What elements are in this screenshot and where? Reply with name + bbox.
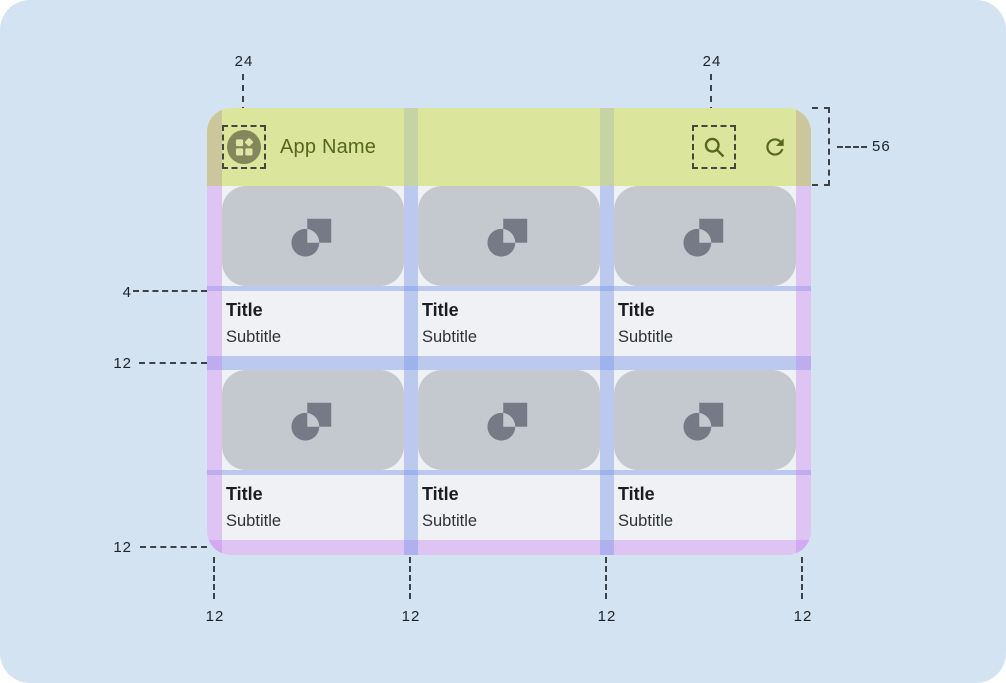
overlay-gutter-over-bar [600,108,614,186]
card-title: Title [618,484,655,504]
image-placeholder-icon [290,397,336,443]
dimension-label-row-gutter: 12 [113,355,132,372]
card-image[interactable] [222,370,404,470]
dimension-label-gutter-2: 12 [597,608,617,625]
card-subtitle: Subtitle [618,512,674,530]
dimension-leader-line [801,557,803,599]
card-image[interactable] [222,186,404,286]
card-subtitle: Subtitle [422,512,478,530]
card-subtitle: Subtitle [226,512,282,530]
dimension-leader-line [242,74,244,124]
overlay-bottom-margin-12dp [207,540,811,555]
card-image[interactable] [418,370,600,470]
card-title: Title [226,300,263,320]
overlay-left-margin-over-bar [207,108,222,186]
search-icon-callout-box [692,125,736,169]
app-launcher-icon [235,138,254,156]
dimension-label-left-margin: 12 [205,608,225,625]
dimension-leader-line [710,74,712,124]
dimension-leader-line [605,557,607,599]
dimension-bracket-top [812,107,830,109]
card-text-block[interactable]: Title Subtitle [614,291,796,356]
dimension-leader-line [139,362,207,364]
dimension-label-gutter-1: 12 [401,608,421,625]
card-text-block[interactable]: Title Subtitle [418,291,600,356]
image-placeholder-icon [682,213,728,259]
app-launcher-button[interactable] [227,130,261,164]
card-title: Title [422,484,459,504]
app-mockup: Title Subtitle Title Subtitle Title Subt… [207,108,811,555]
overlay-gutter-over-bar [404,108,418,186]
dimension-bracket-side [828,107,830,186]
image-placeholder-icon [290,213,336,259]
overlay-column-gutter-12dp [600,186,614,555]
overlay-gap-4dp [207,286,811,291]
dimension-label-appbar-height: 56 [872,138,891,155]
overlay-gap-4dp [207,470,811,475]
overlay-right-margin-over-bar [796,108,811,186]
dimension-leader-line [133,290,207,292]
card-title: Title [422,300,459,320]
card-text-block[interactable]: Title Subtitle [418,475,600,540]
card-text-block[interactable]: Title Subtitle [222,475,404,540]
dimension-leader-line [140,546,207,548]
card-text-block[interactable]: Title Subtitle [222,291,404,356]
dimension-bracket-bottom [812,184,830,186]
top-app-bar: App Name [207,108,811,186]
dimension-label-app-icon: 24 [234,53,254,70]
card-image[interactable] [418,186,600,286]
refresh-icon [766,138,784,156]
app-name-title: App Name [280,135,377,158]
dimension-leader-line [409,557,411,599]
card-title: Title [618,300,655,320]
card-image[interactable] [614,186,796,286]
dimension-label-gap: 4 [122,284,132,301]
card-subtitle: Subtitle [422,328,478,346]
dimension-label-right-margin: 12 [793,608,813,625]
search-icon[interactable] [701,134,728,161]
image-placeholder-icon [486,213,532,259]
overlay-column-gutter-12dp [404,186,418,555]
overlay-left-margin-12dp [207,186,222,555]
card-subtitle: Subtitle [226,328,282,346]
card-subtitle: Subtitle [618,328,674,346]
refresh-button[interactable] [762,134,788,160]
overlay-right-margin-12dp [796,186,811,555]
image-placeholder-icon [682,397,728,443]
dimension-label-search-icon: 24 [702,53,722,70]
overlay-row-gutter-12dp [207,356,811,370]
dimension-label-bottom-margin: 12 [113,539,132,556]
image-placeholder-icon [486,397,532,443]
dimension-leader-line [837,146,867,148]
app-icon-callout-box [222,125,266,169]
card-text-block[interactable]: Title Subtitle [614,475,796,540]
card-image[interactable] [614,370,796,470]
card-title: Title [226,484,263,504]
dimension-leader-line [213,557,215,599]
